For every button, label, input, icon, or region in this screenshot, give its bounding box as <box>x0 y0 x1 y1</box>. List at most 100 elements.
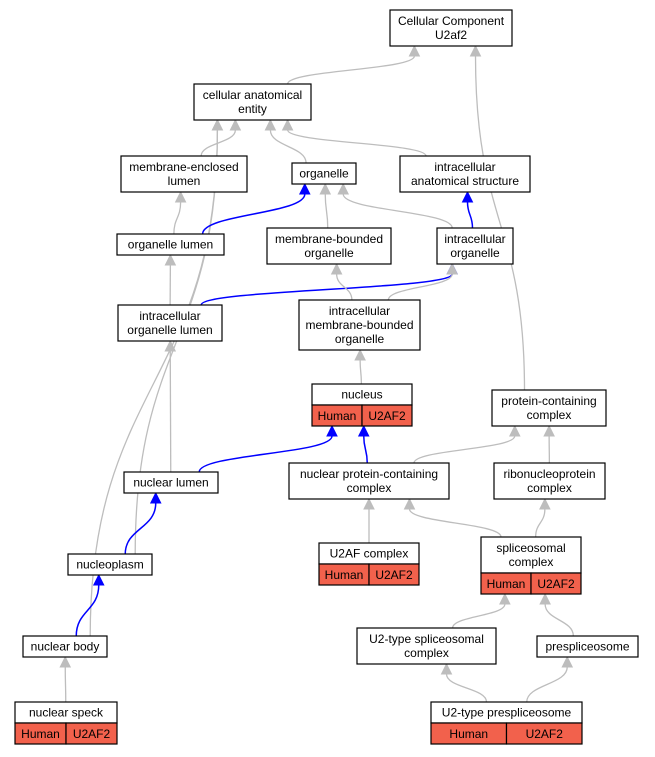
arrowhead <box>264 118 277 131</box>
is-a-edge-cae-root <box>286 55 416 85</box>
is-a-edge-nuc-imbo <box>359 359 363 385</box>
is-a-edge-imbo-mbo <box>335 273 353 301</box>
term-node-nl[interactable]: nuclear lumen <box>123 471 219 494</box>
edge-layer <box>59 44 575 703</box>
term-label-line: U2-type spliceosomal <box>369 632 484 646</box>
term-box <box>480 536 582 574</box>
arrowhead <box>211 118 224 131</box>
term-label-line: nuclear protein-containing <box>300 467 438 481</box>
arrowhead <box>92 573 105 586</box>
species-label: Human <box>325 568 364 582</box>
is-a-edge-sc-npcc <box>408 508 502 538</box>
term-label-line: nucleus <box>341 388 382 402</box>
is-a-edge-u2pre-u2sc <box>445 673 488 703</box>
part-of-edge-nb-np <box>75 584 100 637</box>
term-node-np[interactable]: nucleoplasm <box>67 553 153 576</box>
term-label-line: organelle <box>450 246 500 260</box>
is-a-edge-ol-mel <box>173 201 182 235</box>
gene-cell <box>530 572 582 595</box>
is-a-edge-imbo-io <box>387 273 453 301</box>
species-label: Human <box>487 577 526 591</box>
arrowhead <box>319 182 332 195</box>
arrowhead <box>539 592 551 605</box>
term-label-line: U2af2 <box>435 28 467 42</box>
part-of-edge-iol-io <box>200 273 453 306</box>
term-box <box>491 389 607 427</box>
term-label-line: Cellular Component <box>398 14 505 28</box>
term-label-line: complex <box>527 481 572 495</box>
is-a-edge-pre-sc <box>544 603 575 637</box>
term-box <box>266 227 392 265</box>
term-label-line: complex <box>347 481 392 495</box>
gene-cell <box>368 563 420 586</box>
term-label-line: organelle <box>335 332 385 346</box>
is-a-edge-npcc-pcc <box>413 435 516 464</box>
term-box <box>536 635 639 658</box>
term-node-pre[interactable]: prespliceosome <box>536 635 639 658</box>
term-label-line: organelle lumen <box>128 238 213 252</box>
term-node-ol[interactable]: organelle lumen <box>116 233 225 256</box>
arrowhead <box>408 44 421 57</box>
is-a-edge-ias-cae <box>286 129 427 157</box>
is-a-edge-org-cae <box>269 129 307 164</box>
arrowhead <box>403 497 416 510</box>
is-a-edge-ns-nb <box>64 666 67 703</box>
arrowhead <box>440 662 453 675</box>
term-label-line: intracellular <box>139 309 200 323</box>
gene-label: U2AF2 <box>375 568 413 582</box>
arrowhead <box>543 424 555 437</box>
arrowhead <box>469 44 482 57</box>
term-label-line: nuclear body <box>31 640 100 654</box>
term-box <box>436 227 514 265</box>
term-box <box>120 155 248 193</box>
term-label-line: complex <box>527 408 572 422</box>
term-node-nb[interactable]: nuclear body <box>22 635 108 658</box>
is-a-edge-u2sc-sc <box>451 603 506 629</box>
arrowhead <box>354 348 366 361</box>
term-box <box>116 233 225 256</box>
arrowhead <box>539 497 551 510</box>
term-box <box>389 9 513 47</box>
term-label-line: U2-type prespliceosome <box>442 706 572 720</box>
term-label-line: cellular anatomical <box>203 88 302 102</box>
term-node-org[interactable]: organelle <box>291 162 357 185</box>
arrowhead <box>149 491 162 504</box>
term-label-line: complex <box>404 646 449 660</box>
is-a-edge-u2pre-pre <box>526 666 568 703</box>
arrowhead <box>499 592 511 605</box>
is-a-edge-mel-cae <box>200 129 237 157</box>
term-label-line: intracellular <box>329 304 390 318</box>
term-label-line: intracellular <box>434 160 495 174</box>
gene-cell <box>505 722 583 745</box>
term-box <box>193 83 312 121</box>
is-a-edge-mbo-org <box>324 193 329 229</box>
arrowhead <box>164 253 177 266</box>
part-of-edge-io-ias <box>466 201 474 229</box>
part-of-edge-npcc-nuc <box>363 435 368 464</box>
arrowhead <box>363 497 375 510</box>
term-label-line: nuclear lumen <box>133 476 208 490</box>
term-label-line: complex <box>509 555 554 569</box>
term-label-line: membrane-bounded <box>275 232 383 246</box>
is-a-edge-sc-rnp <box>534 508 546 538</box>
